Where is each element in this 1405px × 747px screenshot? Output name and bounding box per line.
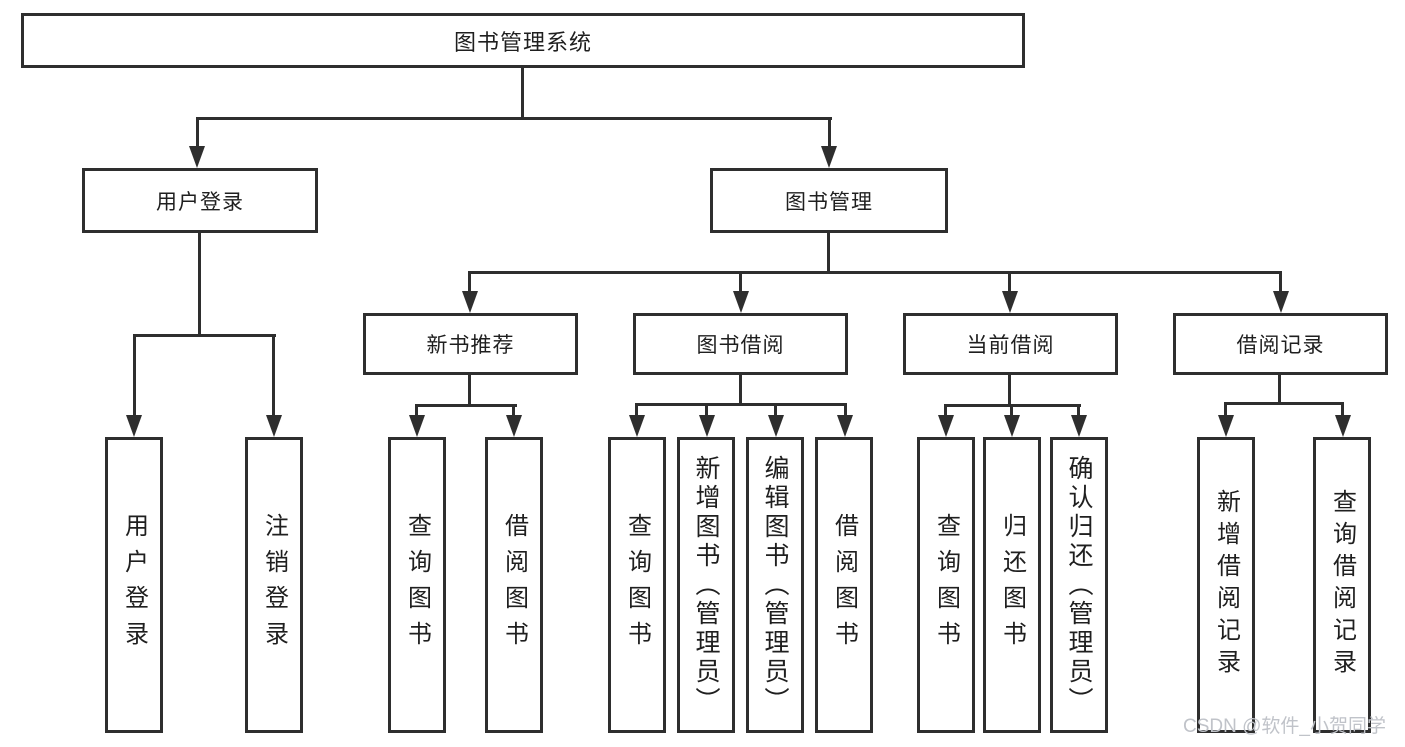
node-new-book-recommend: 新书推荐 — [363, 313, 578, 375]
connector-line — [739, 273, 742, 292]
connector-line — [196, 117, 832, 120]
arrow-down-icon — [837, 415, 853, 437]
node-book-management: 图书管理 — [710, 168, 948, 233]
connector-line — [1278, 375, 1281, 405]
leaf-records-add-record-label: 新增借阅记录 — [1212, 489, 1240, 681]
leaf-user-login-label: 用户登录 — [120, 513, 148, 657]
node-user-login-label: 用户登录 — [156, 190, 244, 214]
connector-line — [521, 68, 524, 120]
leaf-borrow-edit-books-admin: 编辑图书（管理员） — [746, 437, 804, 733]
connector-line — [198, 233, 201, 337]
leaf-logout: 注销登录 — [245, 437, 303, 733]
connector-line — [1224, 404, 1227, 416]
connector-line — [272, 336, 275, 416]
leaf-records-query-record: 查询借阅记录 — [1313, 437, 1371, 733]
node-book-management-label: 图书管理 — [785, 190, 873, 214]
leaf-records-query-record-label: 查询借阅记录 — [1328, 489, 1356, 681]
connector-line — [415, 406, 418, 416]
connector-line — [468, 271, 1282, 274]
arrow-down-icon — [1273, 291, 1289, 313]
arrow-down-icon — [126, 415, 142, 437]
leaf-newbooks-borrow-books-label: 借阅图书 — [500, 513, 528, 657]
connector-line — [1008, 375, 1011, 407]
leaf-user-login: 用户登录 — [105, 437, 163, 733]
leaf-newbooks-query-books: 查询图书 — [388, 437, 446, 733]
leaf-borrow-add-books-admin: 新增图书（管理员） — [677, 437, 735, 733]
connector-line — [705, 405, 708, 416]
arrow-down-icon — [733, 291, 749, 313]
connector-line — [739, 375, 742, 406]
connector-line — [1077, 406, 1080, 416]
node-root: 图书管理系统 — [21, 13, 1025, 68]
connector-line — [1010, 406, 1013, 416]
connector-line — [635, 403, 847, 406]
connector-line — [635, 405, 638, 416]
connector-line — [944, 404, 1081, 407]
node-book-borrow: 图书借阅 — [633, 313, 848, 375]
connector-line — [196, 118, 199, 148]
arrow-down-icon — [266, 415, 282, 437]
leaf-current-return-books: 归还图书 — [983, 437, 1041, 733]
arrow-down-icon — [821, 146, 837, 168]
leaf-logout-label: 注销登录 — [260, 513, 288, 657]
leaf-records-add-record: 新增借阅记录 — [1197, 437, 1255, 733]
connector-line — [133, 336, 136, 416]
arrow-down-icon — [409, 415, 425, 437]
arrow-down-icon — [1218, 415, 1234, 437]
leaf-borrow-edit-books-admin-label: 编辑图书（管理员） — [761, 454, 789, 716]
connector-line — [1279, 273, 1282, 292]
connector-line — [1341, 404, 1344, 416]
arrow-down-icon — [629, 415, 645, 437]
node-current-borrow-label: 当前借阅 — [966, 334, 1055, 357]
arrow-down-icon — [1004, 415, 1020, 437]
node-new-book-recommend-label: 新书推荐 — [426, 334, 515, 357]
connector-line — [774, 405, 777, 416]
node-borrow-records-label: 借阅记录 — [1236, 334, 1325, 357]
connector-line — [468, 273, 471, 292]
leaf-borrow-borrow-books-label: 借阅图书 — [830, 513, 858, 657]
leaf-current-return-books-label: 归还图书 — [998, 513, 1026, 657]
leaf-current-query-books: 查询图书 — [917, 437, 975, 733]
arrow-down-icon — [506, 415, 522, 437]
connector-line — [827, 233, 830, 274]
leaf-current-query-books-label: 查询图书 — [932, 513, 960, 657]
leaf-newbooks-borrow-books: 借阅图书 — [485, 437, 543, 733]
arrow-down-icon — [1071, 415, 1087, 437]
arrow-down-icon — [768, 415, 784, 437]
connector-line — [944, 406, 947, 416]
node-user-login: 用户登录 — [82, 168, 318, 233]
node-borrow-records: 借阅记录 — [1173, 313, 1388, 375]
connector-line — [844, 405, 847, 416]
leaf-borrow-add-books-admin-label: 新增图书（管理员） — [692, 454, 720, 716]
arrow-down-icon — [462, 291, 478, 313]
leaf-current-confirm-return-admin: 确认归还（管理员） — [1050, 437, 1108, 733]
leaf-borrow-query-books: 查询图书 — [608, 437, 666, 733]
connector-line — [133, 334, 276, 337]
arrow-down-icon — [1335, 415, 1351, 437]
leaf-newbooks-query-books-label: 查询图书 — [403, 513, 431, 657]
leaf-current-confirm-return-admin-label: 确认归还（管理员） — [1065, 454, 1093, 716]
leaf-borrow-query-books-label: 查询图书 — [623, 513, 651, 657]
arrow-down-icon — [699, 415, 715, 437]
connector-line — [468, 375, 471, 407]
node-current-borrow: 当前借阅 — [903, 313, 1118, 375]
leaf-borrow-borrow-books: 借阅图书 — [815, 437, 873, 733]
connector-line — [415, 404, 517, 407]
arrow-down-icon — [1002, 291, 1018, 313]
arrow-down-icon — [938, 415, 954, 437]
connector-line — [1224, 402, 1344, 405]
connector-line — [1008, 273, 1011, 292]
connector-line — [828, 118, 831, 148]
arrow-down-icon — [189, 146, 205, 168]
node-book-borrow-label: 图书借阅 — [696, 334, 785, 357]
watermark-text: CSDN @软件_小贺同学 — [1183, 716, 1386, 737]
connector-line — [512, 406, 515, 416]
node-root-label: 图书管理系统 — [453, 29, 592, 55]
